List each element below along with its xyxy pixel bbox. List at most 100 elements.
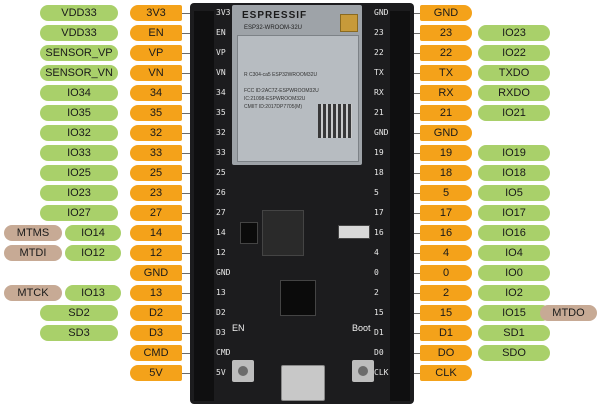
- left-pin-label: SENSOR_VN: [40, 65, 118, 81]
- right-pin-label: DO: [420, 345, 472, 361]
- right-connector-line: [410, 53, 420, 54]
- left-connector-line: [182, 113, 194, 114]
- left-board-pin: 26: [216, 188, 226, 197]
- right-pin-label: SD1: [478, 325, 550, 341]
- right-board-pin: 2: [374, 288, 379, 297]
- left-connector-line: [182, 133, 194, 134]
- left-pin-label: IO33: [40, 145, 118, 161]
- left-pin-label: IO12: [65, 245, 121, 261]
- right-connector-line: [410, 333, 420, 334]
- right-pin-label: CLK: [420, 365, 472, 381]
- left-connector-line: [182, 293, 194, 294]
- right-board-pin: 23: [374, 28, 384, 37]
- left-pin-label: SENSOR_VP: [40, 45, 118, 61]
- left-board-pin: 13: [216, 288, 226, 297]
- left-pin-label: D3: [130, 325, 182, 341]
- left-connector-line: [182, 173, 194, 174]
- right-pin-label: IO22: [478, 45, 550, 61]
- smd-component: [240, 222, 258, 244]
- right-board-pin: 19: [374, 148, 384, 157]
- smd-part: [338, 225, 370, 239]
- right-connector-line: [410, 113, 420, 114]
- right-pin-label: 16: [420, 225, 472, 241]
- left-header: [194, 11, 214, 401]
- left-pin-label: IO23: [40, 185, 118, 201]
- right-board-pin: 15: [374, 308, 384, 317]
- left-pin-label: IO14: [65, 225, 121, 241]
- left-pin-label: SD2: [40, 305, 118, 321]
- left-connector-line: [182, 193, 194, 194]
- left-pin-label: GND: [130, 265, 182, 281]
- en-button[interactable]: [232, 360, 254, 382]
- right-board-pin: 0: [374, 268, 379, 277]
- right-pin-label: MTDO: [540, 305, 597, 321]
- left-pin-label: IO34: [40, 85, 118, 101]
- left-pin-label: IO25: [40, 165, 118, 181]
- left-connector-line: [182, 93, 194, 94]
- regulator-chip: [262, 210, 304, 256]
- left-pin-label: 32: [130, 125, 182, 141]
- right-connector-line: [410, 153, 420, 154]
- right-pin-label: IO0: [478, 265, 550, 281]
- right-pin-label: IO21: [478, 105, 550, 121]
- left-board-pin: 33: [216, 148, 226, 157]
- left-board-pin: 27: [216, 208, 226, 217]
- right-pin-label: 19: [420, 145, 472, 161]
- micro-usb-port[interactable]: [281, 365, 325, 401]
- left-connector-line: [182, 373, 194, 374]
- right-board-pin: 17: [374, 208, 384, 217]
- right-pin-label: TXDO: [478, 65, 550, 81]
- right-board-pin: TX: [374, 68, 384, 77]
- left-pin-label: 27: [130, 205, 182, 221]
- left-pin-label: D2: [130, 305, 182, 321]
- right-pin-label: IO2: [478, 285, 550, 301]
- left-pin-label: 14: [130, 225, 182, 241]
- left-board-pin: 12: [216, 248, 226, 257]
- qr-code-icon: [318, 104, 352, 138]
- right-pin-label: IO23: [478, 25, 550, 41]
- right-connector-line: [410, 273, 420, 274]
- right-board-pin: 5: [374, 188, 379, 197]
- right-board-pin: 16: [374, 228, 384, 237]
- boot-button[interactable]: [352, 360, 374, 382]
- left-pin-label: IO27: [40, 205, 118, 221]
- module-text-3: IC:21098-ESPWROOM32U: [244, 96, 306, 102]
- left-connector-line: [182, 273, 194, 274]
- right-board-pin: D0: [374, 348, 384, 357]
- right-board-pin: D1: [374, 328, 384, 337]
- left-connector-line: [182, 13, 194, 14]
- left-pin-label: VN: [130, 65, 182, 81]
- right-connector-line: [410, 193, 420, 194]
- left-connector-line: [182, 53, 194, 54]
- module-text-1: R C304-ca5 ESP32WROOM32U: [244, 72, 318, 78]
- right-pin-label: 15: [420, 305, 472, 321]
- left-pin-label: VDD33: [40, 25, 118, 41]
- left-pin-label: 25: [130, 165, 182, 181]
- right-pin-label: RX: [420, 85, 472, 101]
- right-board-pin: 22: [374, 48, 384, 57]
- right-connector-line: [410, 233, 420, 234]
- right-board-pin: CLK: [374, 368, 389, 377]
- left-connector-line: [182, 353, 194, 354]
- right-connector-line: [410, 373, 420, 374]
- left-board-pin: D3: [216, 328, 226, 337]
- right-pin-label: IO15: [478, 305, 550, 321]
- left-pin-label: VP: [130, 45, 182, 61]
- right-connector-line: [410, 213, 420, 214]
- left-pin-label: 3V3: [130, 5, 182, 21]
- right-connector-line: [410, 293, 420, 294]
- right-pin-label: RXDO: [478, 85, 550, 101]
- right-pin-label: GND: [420, 5, 472, 21]
- left-pin-label: 34: [130, 85, 182, 101]
- left-board-pin: 34: [216, 88, 226, 97]
- en-silk-label: EN: [232, 323, 245, 333]
- right-board-pin: 21: [374, 108, 384, 117]
- right-pin-label: IO18: [478, 165, 550, 181]
- left-pin-label: EN: [130, 25, 182, 41]
- right-pin-label: IO19: [478, 145, 550, 161]
- left-connector-line: [182, 153, 194, 154]
- left-pin-label: 12: [130, 245, 182, 261]
- left-connector-line: [182, 233, 194, 234]
- right-board-pin: RX: [374, 88, 384, 97]
- left-board-pin: 25: [216, 168, 226, 177]
